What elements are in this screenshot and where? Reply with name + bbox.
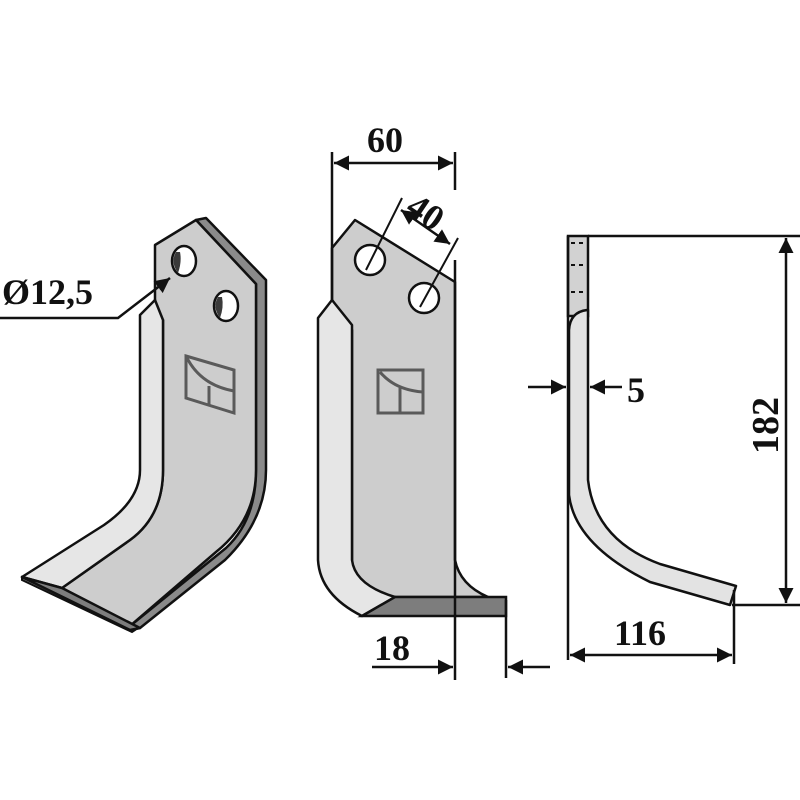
side-blade-profile: [567, 308, 738, 607]
front-blade-face: [330, 218, 490, 599]
side-shank: [566, 234, 590, 318]
height-label: 182: [745, 397, 787, 454]
hole-diameter-label: Ø12,5: [2, 272, 93, 312]
offset-label: 18: [374, 628, 410, 668]
hole-spacing-dimension-line: [400, 208, 451, 246]
length-label: 116: [614, 613, 666, 653]
side-view: 182 5 116: [528, 234, 800, 664]
manufacturer-logo: [184, 354, 236, 416]
front-manufacturer-logo: [376, 368, 425, 415]
hole-spacing-label: 40: [400, 185, 452, 238]
hole-diameter-leader: [0, 277, 171, 320]
front-cutting-edge: [357, 595, 508, 618]
front-view: 60 40 18: [316, 120, 550, 680]
thickness-label: 5: [627, 370, 645, 410]
perspective-view: Ø12,5: [0, 216, 268, 634]
width-label: 60: [367, 120, 403, 160]
